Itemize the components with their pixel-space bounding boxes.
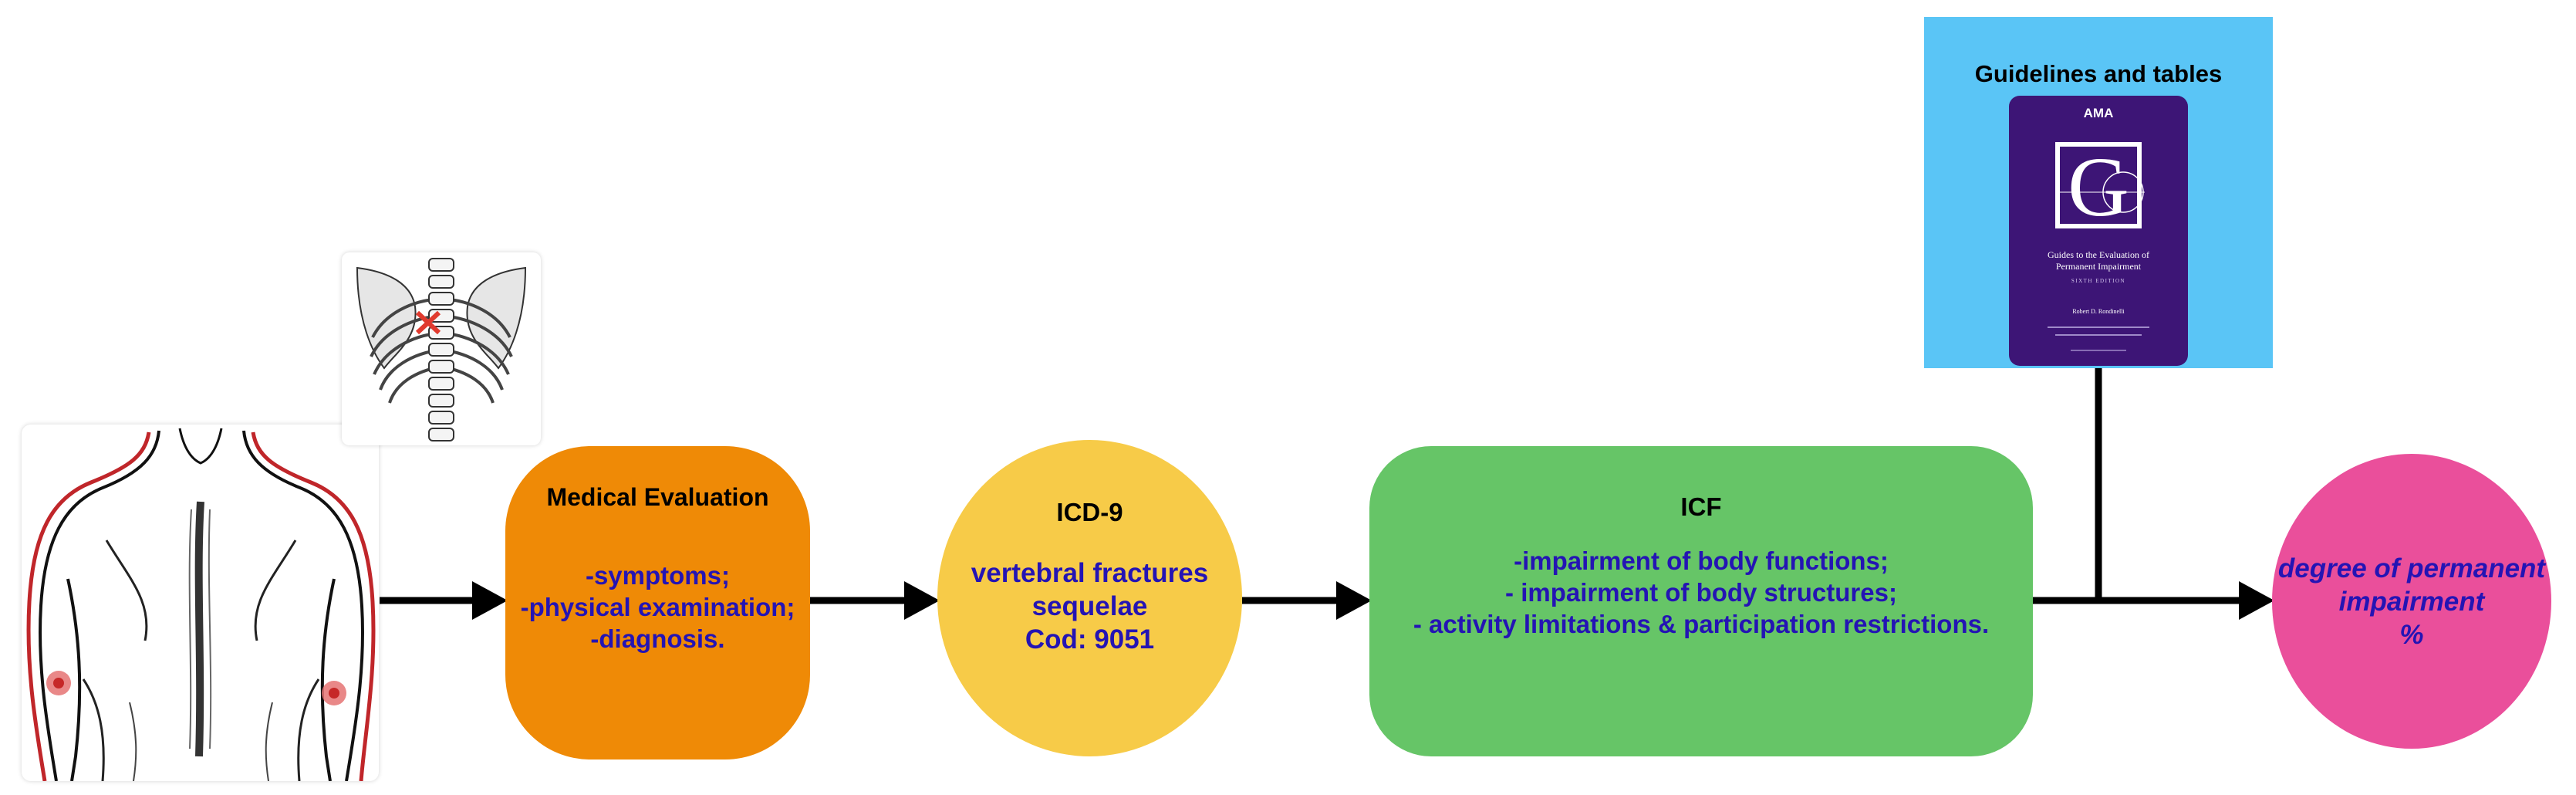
fracture-marker-icon bbox=[415, 310, 441, 335]
icf-item-activity: - activity limitations & participation r… bbox=[1413, 610, 1990, 638]
guidelines-box: Guidelines and tables AMA G Guides to th… bbox=[1924, 17, 2273, 368]
result-line-3: % bbox=[2399, 619, 2424, 650]
medical-evaluation-node: Medical Evaluation -symptoms; -physical … bbox=[505, 446, 810, 759]
book-title-line-2: Permanent Impairment bbox=[2056, 261, 2142, 272]
spine-illustration-panel bbox=[342, 252, 541, 445]
arrow-back-to-medical bbox=[380, 581, 508, 620]
human-back-icon bbox=[26, 428, 376, 781]
arrow-icf-to-result bbox=[2033, 581, 2274, 620]
medical-item-examination: -physical examination; bbox=[520, 593, 795, 621]
icd9-title: ICD-9 bbox=[1056, 498, 1123, 526]
result-line-1: degree of permanent bbox=[2277, 553, 2546, 584]
icd9-item-sequelae: sequelae bbox=[1031, 591, 1148, 621]
ama-guides-book-cover: AMA G Guides to the Evaluation of Perman… bbox=[2009, 96, 2188, 366]
icd9-item-fractures: vertebral fractures bbox=[971, 558, 1209, 588]
icd9-node: ICD-9 vertebral fractures sequelae Cod: … bbox=[937, 440, 1242, 756]
arrow-medical-to-icd bbox=[810, 581, 940, 620]
book-author: Robert D. Rondinelli bbox=[2072, 308, 2125, 315]
icf-item-functions: -impairment of body functions; bbox=[1514, 546, 1889, 575]
icf-item-structures: - impairment of body structures; bbox=[1505, 578, 1897, 607]
guidelines-title: Guidelines and tables bbox=[1974, 60, 2223, 87]
icf-node: ICF -impairment of body functions; - imp… bbox=[1369, 446, 2033, 756]
book-title-line-1: Guides to the Evaluation of bbox=[2048, 249, 2149, 260]
book-edition: SIXTH EDITION bbox=[2071, 278, 2125, 284]
medical-item-diagnosis: -diagnosis. bbox=[590, 624, 725, 653]
medical-evaluation-title: Medical Evaluation bbox=[546, 483, 769, 511]
back-illustration-panel bbox=[22, 425, 379, 781]
permanent-impairment-node: degree of permanent impairment % bbox=[2272, 454, 2551, 749]
book-logo-letter: G bbox=[2068, 140, 2129, 234]
icf-title: ICF bbox=[1680, 492, 1722, 521]
book-publisher: AMA bbox=[2084, 106, 2114, 120]
book-cover-icon: AMA G Guides to the Evaluation of Perman… bbox=[2048, 106, 2149, 351]
icd9-item-code: Cod: 9051 bbox=[1025, 624, 1155, 655]
result-line-2: impairment bbox=[2338, 586, 2485, 617]
arrow-icd-to-icf bbox=[1242, 581, 1372, 620]
medical-item-symptoms: -symptoms; bbox=[585, 561, 730, 590]
thoracic-spine-icon bbox=[356, 258, 527, 441]
